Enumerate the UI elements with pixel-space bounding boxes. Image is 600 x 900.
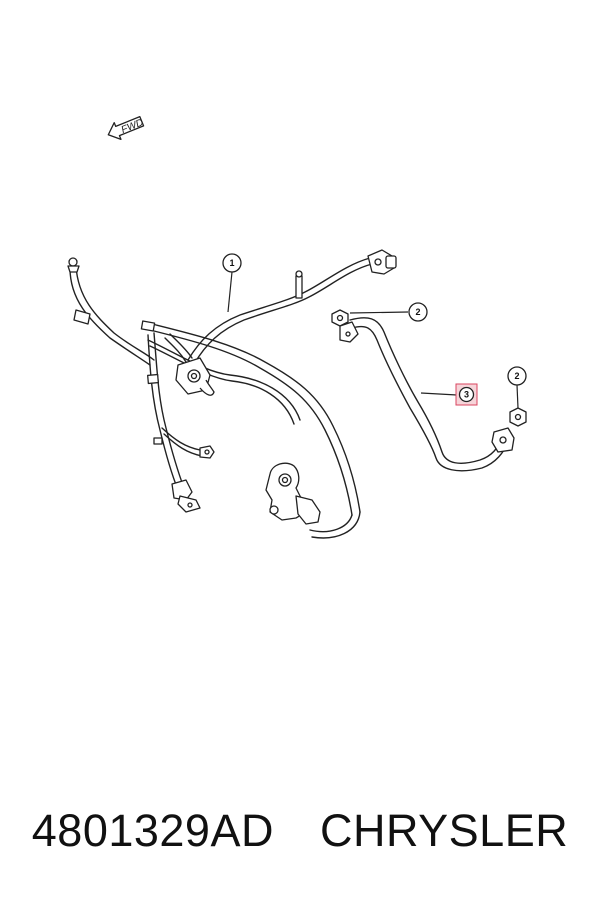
callout-2b[interactable]: 2 bbox=[507, 366, 527, 386]
callout-3-label: 3 bbox=[464, 390, 469, 400]
battery-cable-item-3 bbox=[349, 317, 509, 472]
part-footer: 4801329AD CHRYSLER bbox=[0, 796, 600, 866]
battery-terminal-negative bbox=[265, 462, 321, 525]
nut-right bbox=[509, 407, 527, 427]
fwd-label: FWD bbox=[120, 117, 145, 136]
callout-1-label: 1 bbox=[229, 258, 234, 268]
callout-2a[interactable]: 2 bbox=[408, 302, 428, 322]
battery-clamp-positive bbox=[175, 357, 215, 396]
ring-terminal-top-left bbox=[67, 257, 91, 325]
brand-name: CHRYSLER bbox=[319, 805, 569, 856]
fwd-arrow-icon: FWD bbox=[107, 115, 145, 140]
callout-2b-label: 2 bbox=[514, 371, 519, 381]
harness-clips bbox=[140, 270, 303, 445]
parts-diagram: FWD bbox=[67, 115, 527, 539]
callout-2a-label: 2 bbox=[415, 307, 420, 317]
cable-terminal-right bbox=[491, 427, 515, 453]
nut-left bbox=[331, 309, 359, 343]
ring-terminal-branch bbox=[199, 445, 215, 459]
part-number: 4801329AD bbox=[31, 805, 274, 856]
leader-lines bbox=[227, 271, 519, 409]
ground-bracket-bottom-left bbox=[171, 479, 201, 513]
callout-3[interactable]: 3 bbox=[455, 383, 478, 406]
callout-1[interactable]: 1 bbox=[222, 253, 242, 273]
wiring-harness bbox=[69, 257, 373, 539]
connector-upper-right bbox=[367, 249, 397, 275]
